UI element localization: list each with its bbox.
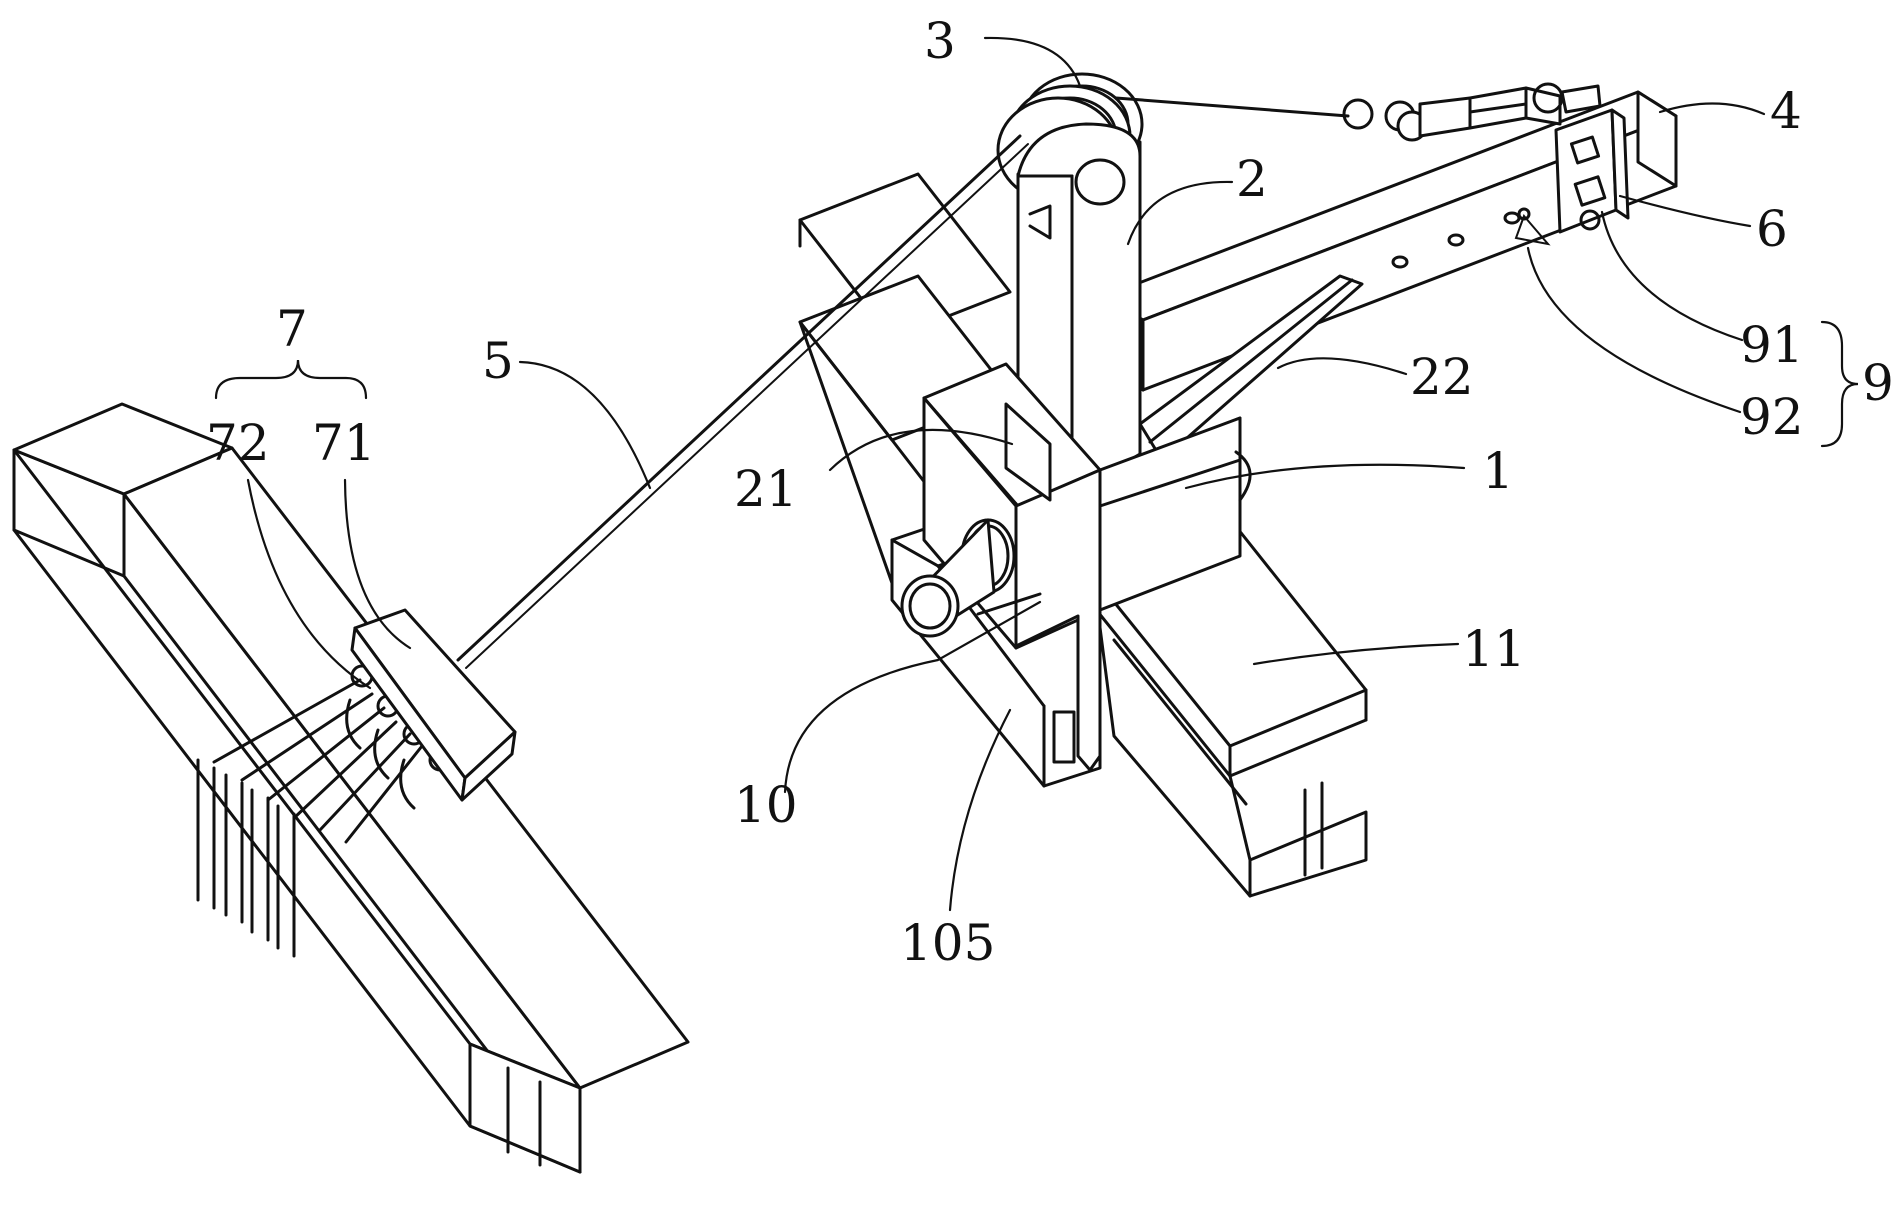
label-5: 5	[482, 332, 514, 390]
label-1: 1	[1482, 442, 1514, 500]
label-9: 9	[1862, 354, 1894, 412]
label-4: 4	[1770, 82, 1802, 140]
reference-labels: 3 4 2 6 7 5 91 9 22 92 72 71 21 1 11 10 …	[206, 12, 1894, 972]
base-block	[890, 362, 1252, 788]
label-3: 3	[924, 12, 956, 70]
label-2: 2	[1236, 150, 1268, 208]
label-105: 105	[900, 914, 995, 972]
label-22: 22	[1410, 348, 1474, 406]
rope	[456, 96, 1350, 669]
label-21: 21	[734, 460, 798, 518]
tensioner-and-clamp	[1342, 82, 1630, 234]
label-10: 10	[734, 776, 798, 834]
label-92: 92	[1740, 388, 1804, 446]
label-71: 71	[312, 414, 376, 472]
label-72: 72	[206, 414, 270, 472]
boom-arm	[1103, 90, 1678, 462]
label-91: 91	[1740, 316, 1804, 374]
leader-lines	[214, 36, 1859, 912]
label-6: 6	[1756, 200, 1788, 258]
label-7: 7	[276, 300, 308, 358]
left-i-beam	[12, 402, 690, 1174]
anchor-assembly	[196, 608, 517, 958]
label-11: 11	[1462, 620, 1526, 678]
